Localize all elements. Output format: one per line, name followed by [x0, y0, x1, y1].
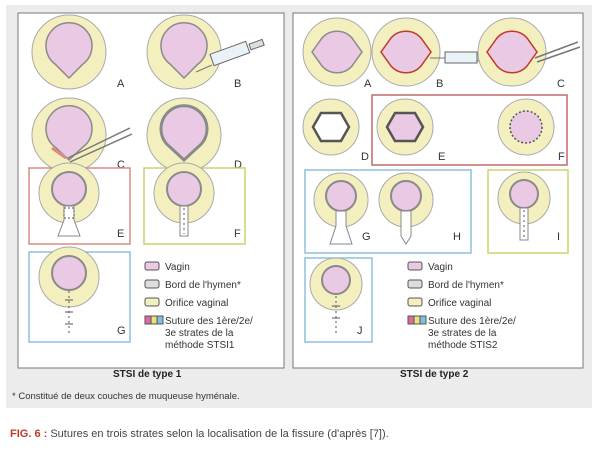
- type2-diagram-a: [302, 17, 372, 87]
- label-type2-c: C: [557, 78, 565, 90]
- type2-diagram-b: [371, 17, 488, 87]
- legend2-suture-line1: Suture des 1ère/2e/: [428, 316, 516, 327]
- type1-title: STSI de type 1: [113, 369, 182, 380]
- label-type2-g: G: [362, 231, 371, 243]
- label-type1-f: F: [234, 228, 241, 240]
- legend2-swatch-hymen: [407, 279, 423, 289]
- legend2-swatch-vagin: [407, 261, 423, 271]
- type1-diagram-b: [146, 14, 265, 90]
- legend-hymen: Bord de l'hymen*: [165, 280, 241, 291]
- label-type1-g: G: [117, 325, 126, 337]
- label-type2-f: F: [558, 151, 565, 163]
- footnote: * Constitué de deux couches de muqueuse …: [12, 391, 240, 402]
- legend-suture-line1: Suture des 1ère/2e/: [165, 316, 253, 327]
- type2-diagram-e: [376, 98, 434, 156]
- legend-vagin: Vagin: [165, 262, 190, 273]
- type2-box-ef: [371, 94, 568, 166]
- legend2-vagin: Vagin: [428, 262, 453, 273]
- legend-suture-line3: méthode STSI1: [165, 340, 235, 351]
- legend2-suture-line3: méthode STIS2: [428, 340, 498, 351]
- type1-legend: Vagin Bord de l'hymen* Orifice vaginal S…: [144, 261, 253, 351]
- type2-box-gh: [304, 169, 472, 254]
- type2-diagram-c: [477, 17, 581, 87]
- label-type2-e: E: [438, 151, 445, 163]
- label-type1-e: E: [117, 228, 124, 240]
- label-type2-i: I: [557, 231, 560, 243]
- label-type1-a: A: [117, 78, 125, 90]
- legend-suture-line2: 3e strates de la: [165, 328, 234, 339]
- caption-label: FIG. 6 :: [10, 428, 48, 440]
- legend-swatch-hymen: [144, 279, 160, 289]
- legend2-swatch-suture: [407, 315, 427, 325]
- legend-swatch-orifice: [144, 297, 160, 307]
- legend2-orifice: Orifice vaginal: [428, 298, 491, 309]
- forceps-icon: [534, 41, 581, 63]
- syringe-icon: [195, 38, 265, 73]
- label-type2-a: A: [364, 78, 372, 90]
- legend2-swatch-orifice: [407, 297, 423, 307]
- type2-legend: Vagin Bord de l'hymen* Orifice vaginal S…: [407, 261, 516, 351]
- type2-diagram-d: [302, 98, 360, 156]
- type1-diagram-a: [31, 14, 107, 90]
- label-type2-j: J: [357, 325, 363, 337]
- label-type2-h: H: [453, 231, 461, 243]
- legend-orifice: Orifice vaginal: [165, 298, 228, 309]
- legend-swatch-suture: [144, 315, 164, 325]
- label-type1-c: C: [117, 159, 125, 171]
- legend2-hymen: Bord de l'hymen*: [428, 280, 504, 291]
- type1-diagram-e: [38, 162, 100, 237]
- type2-box-i: [487, 169, 569, 254]
- type1-diagram-f: [153, 162, 215, 237]
- type1-diagram-d: [146, 97, 222, 173]
- label-type1-d: D: [234, 159, 242, 171]
- legend-swatch-vagin: [144, 261, 160, 271]
- type2-title: STSI de type 2: [400, 369, 469, 380]
- figure-caption: FIG. 6 : Sutures en trois strates selon …: [10, 428, 389, 440]
- type2-diagram-i: [497, 171, 551, 241]
- label-type1-b: B: [234, 78, 241, 90]
- type2-diagram-g: [313, 172, 369, 245]
- type1-diagram-g: [38, 246, 100, 334]
- label-type2-d: D: [361, 151, 369, 163]
- legend2-suture-line2: 3e strates de la: [428, 328, 497, 339]
- forceps-icon: [67, 127, 133, 163]
- type2-diagram-h: [378, 172, 434, 245]
- label-type2-b: B: [436, 78, 443, 90]
- type2-diagram-j: [309, 257, 363, 336]
- caption-text: Sutures en trois strates selon la locali…: [47, 428, 389, 440]
- type2-diagram-f: [497, 98, 555, 156]
